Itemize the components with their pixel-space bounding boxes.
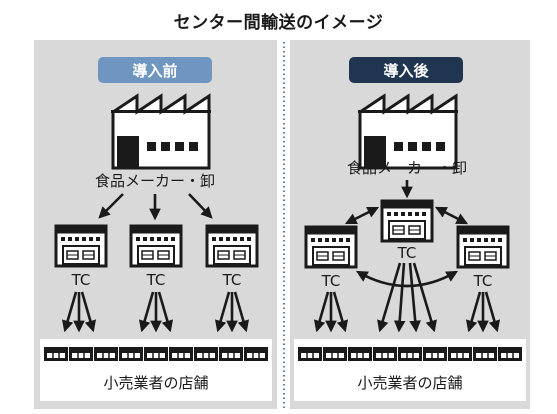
store-row-before: [43, 346, 269, 362]
warehouse-icon: [456, 225, 510, 269]
tc-label: TC: [321, 272, 341, 290]
store-icon: [218, 346, 244, 362]
store-icon: [322, 346, 348, 362]
badge-after: [349, 57, 463, 83]
tc-label: TC: [146, 271, 166, 289]
stores-label: 小売業者の店舗: [103, 374, 208, 392]
store-icon: [43, 346, 69, 362]
tc-label: TC: [397, 244, 417, 262]
store-row-after: [297, 346, 523, 362]
store-icon: [422, 346, 448, 362]
store-icon: [118, 346, 144, 362]
factory-label: 食品メーカー・卸: [95, 172, 215, 190]
store-icon: [497, 346, 523, 362]
store-icon: [372, 346, 398, 362]
tc-label: TC: [71, 271, 91, 289]
store-icon: [168, 346, 194, 362]
warehouse-icon: [304, 225, 358, 269]
store-icon: [397, 346, 423, 362]
factory-label: 食品メーカー・卸: [347, 159, 467, 177]
store-icon: [297, 346, 323, 362]
warehouse-icon: [129, 224, 183, 268]
arrow: [344, 206, 380, 225]
diagram-title: センター間輸送のイメージ: [173, 13, 384, 33]
warehouse-icon: [205, 224, 259, 268]
factory-icon: [356, 94, 460, 170]
badge-before: [98, 57, 212, 83]
store-icon: [447, 346, 473, 362]
store-icon: [472, 346, 498, 362]
arrow: [434, 206, 469, 225]
store-icon: [243, 346, 269, 362]
warehouse-icon: [54, 224, 108, 268]
warehouse-icon: [380, 199, 434, 243]
store-icon: [93, 346, 119, 362]
store-icon: [193, 346, 219, 362]
arrow: [188, 193, 213, 219]
factory-icon: [109, 94, 213, 170]
tc-label: TC: [473, 272, 493, 290]
stores-label: 小売業者の店舗: [357, 374, 462, 392]
arrow: [98, 193, 124, 219]
tc-label: TC: [222, 271, 242, 289]
store-icon: [347, 346, 373, 362]
store-icon: [143, 346, 169, 362]
store-icon: [68, 346, 94, 362]
badge-before-label: 導入前: [132, 62, 177, 80]
arrow: [355, 270, 459, 288]
arrow-group: [377, 262, 437, 333]
badge-after-label: 導入後: [383, 62, 429, 80]
